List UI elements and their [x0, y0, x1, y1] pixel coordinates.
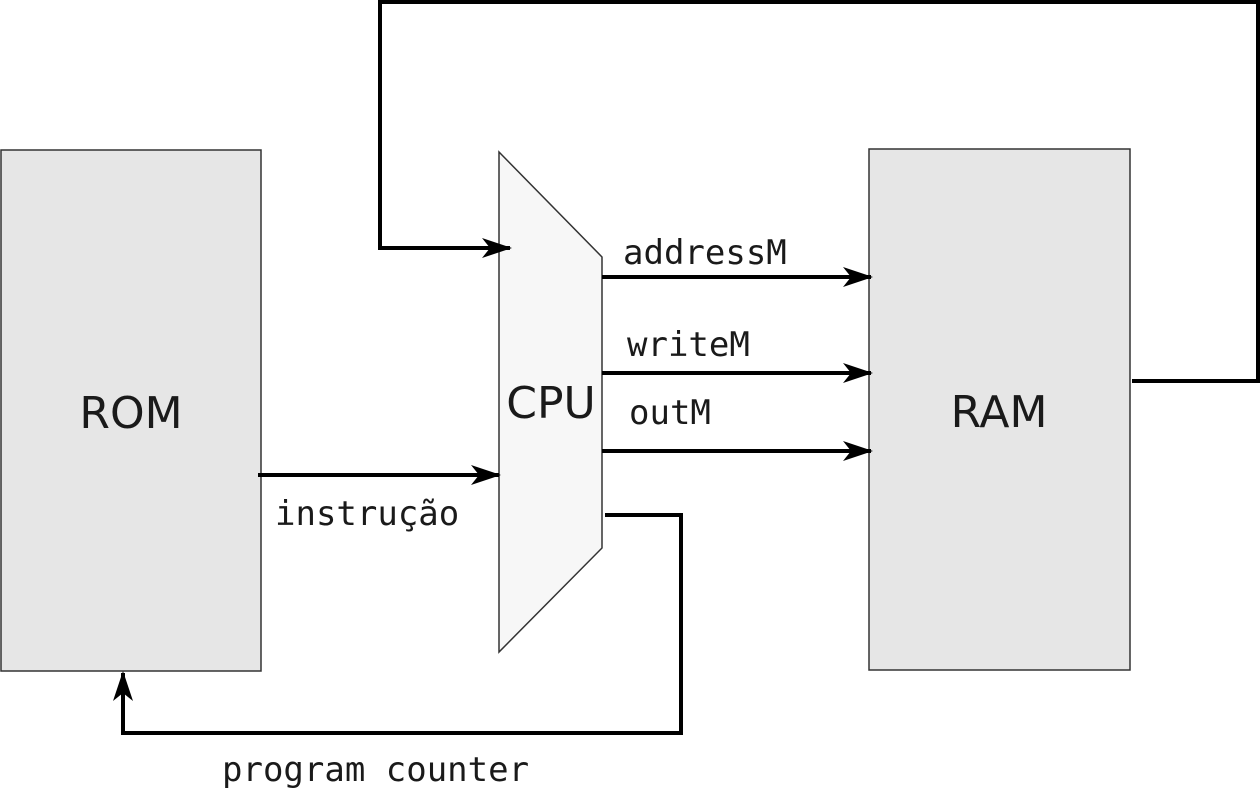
- rom-box: [0, 149, 262, 672]
- ram-block: RAM: [868, 148, 1131, 671]
- rom-label: ROM: [79, 388, 182, 439]
- cpu-label: CPU: [506, 378, 595, 429]
- program-counter-label: program counter: [222, 750, 529, 790]
- out-label: outM: [629, 393, 711, 433]
- write-label: writeM: [627, 325, 750, 365]
- cpu-block: CPU: [498, 150, 603, 654]
- ram-label: RAM: [951, 387, 1048, 438]
- address-label: addressM: [623, 233, 787, 273]
- cpu-shape: [498, 150, 603, 654]
- rom-block: ROM: [0, 149, 262, 672]
- program-counter-wire: [113, 513, 683, 735]
- instruction-label: instrução: [275, 494, 459, 534]
- ram-feedback-wire: [378, 0, 1260, 383]
- ram-box: [868, 148, 1131, 671]
